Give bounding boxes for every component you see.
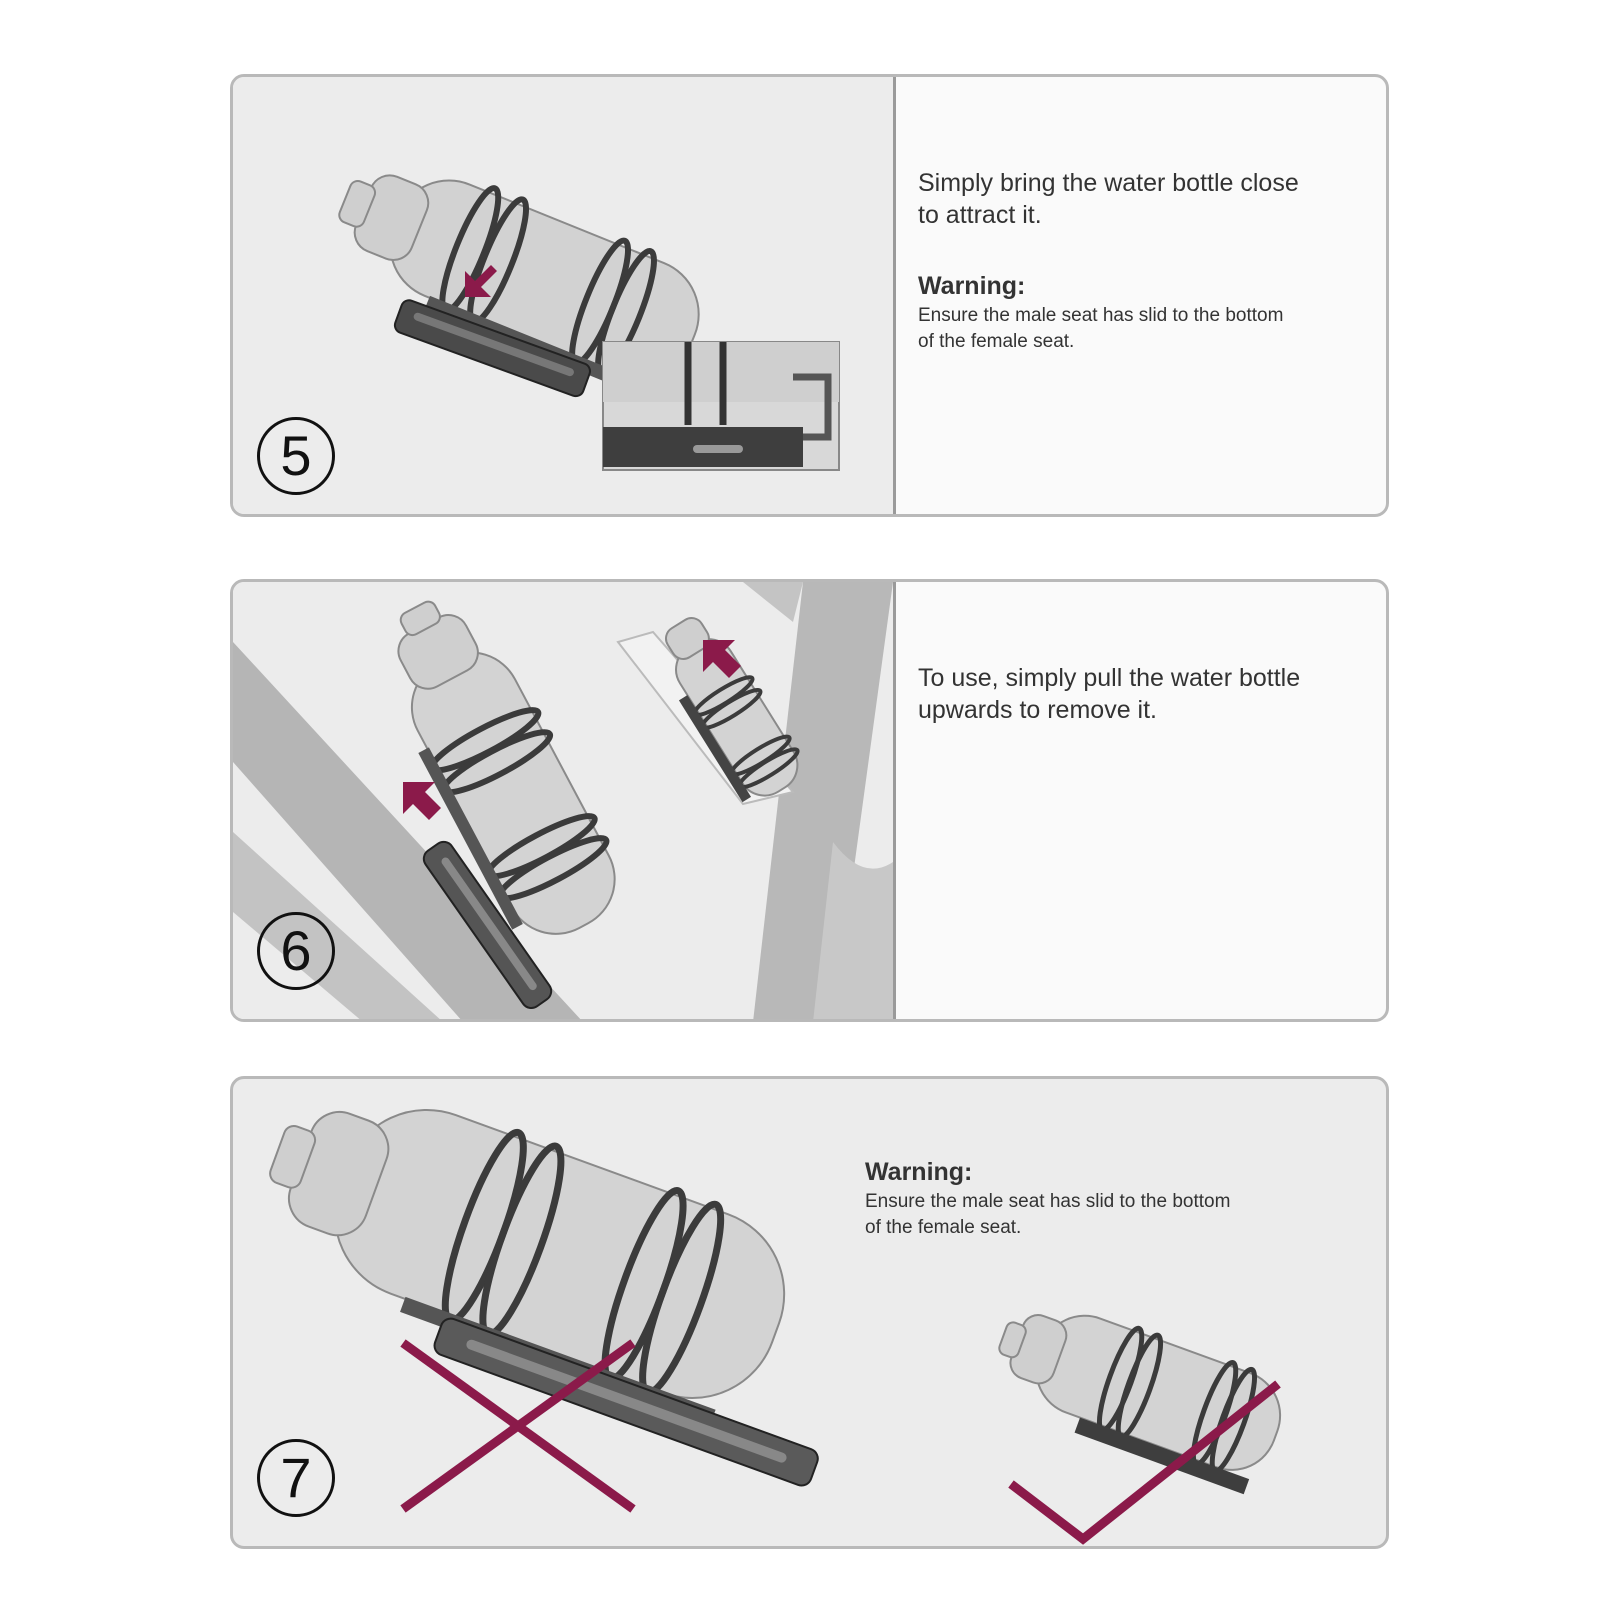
female-seat-illustration: [393, 299, 591, 398]
step-7-warning-title: Warning:: [865, 1158, 973, 1186]
step-5-panel: 5 Simply bring the water bottle close to…: [230, 74, 1389, 517]
step-5-instruction: Simply bring the water bottle close to a…: [918, 169, 1299, 229]
female-seat-illustration: [433, 1317, 819, 1487]
female-seat-illustration: [422, 840, 553, 1010]
arrow-up-left-icon: [403, 782, 441, 820]
step-5-warning-title: Warning:: [918, 272, 1026, 300]
step-6-panel: 6 To use, simply pull the water bottle u…: [230, 579, 1389, 1022]
arrow-down-left-icon: [465, 265, 497, 297]
step-6-instruction: To use, simply pull the water bottle upw…: [918, 664, 1301, 724]
inset-detail: [616, 617, 800, 806]
step-6-illustration: 6: [233, 582, 896, 1019]
step-number-7: 7: [257, 1439, 335, 1517]
arrow-up-left-icon: [703, 640, 741, 678]
step-number-6: 6: [257, 912, 335, 990]
step-5-illustration: 5: [233, 77, 896, 514]
water-bottle-illustration: [998, 1314, 1282, 1495]
step-5-warning-body: Ensure the male seat has slid to the bot…: [918, 305, 1284, 352]
cross-mark-icon: [400, 1339, 636, 1513]
step-7-warning-body: Ensure the male seat has slid to the bot…: [865, 1191, 1231, 1238]
step-number-5: 5: [257, 417, 335, 495]
step-7-panel: 7 Warning: Ensure the male seat has slid…: [230, 1076, 1389, 1549]
inset-detail: [602, 341, 840, 471]
check-mark-icon: [1008, 1380, 1281, 1545]
water-bottle-illustration: [397, 600, 616, 935]
